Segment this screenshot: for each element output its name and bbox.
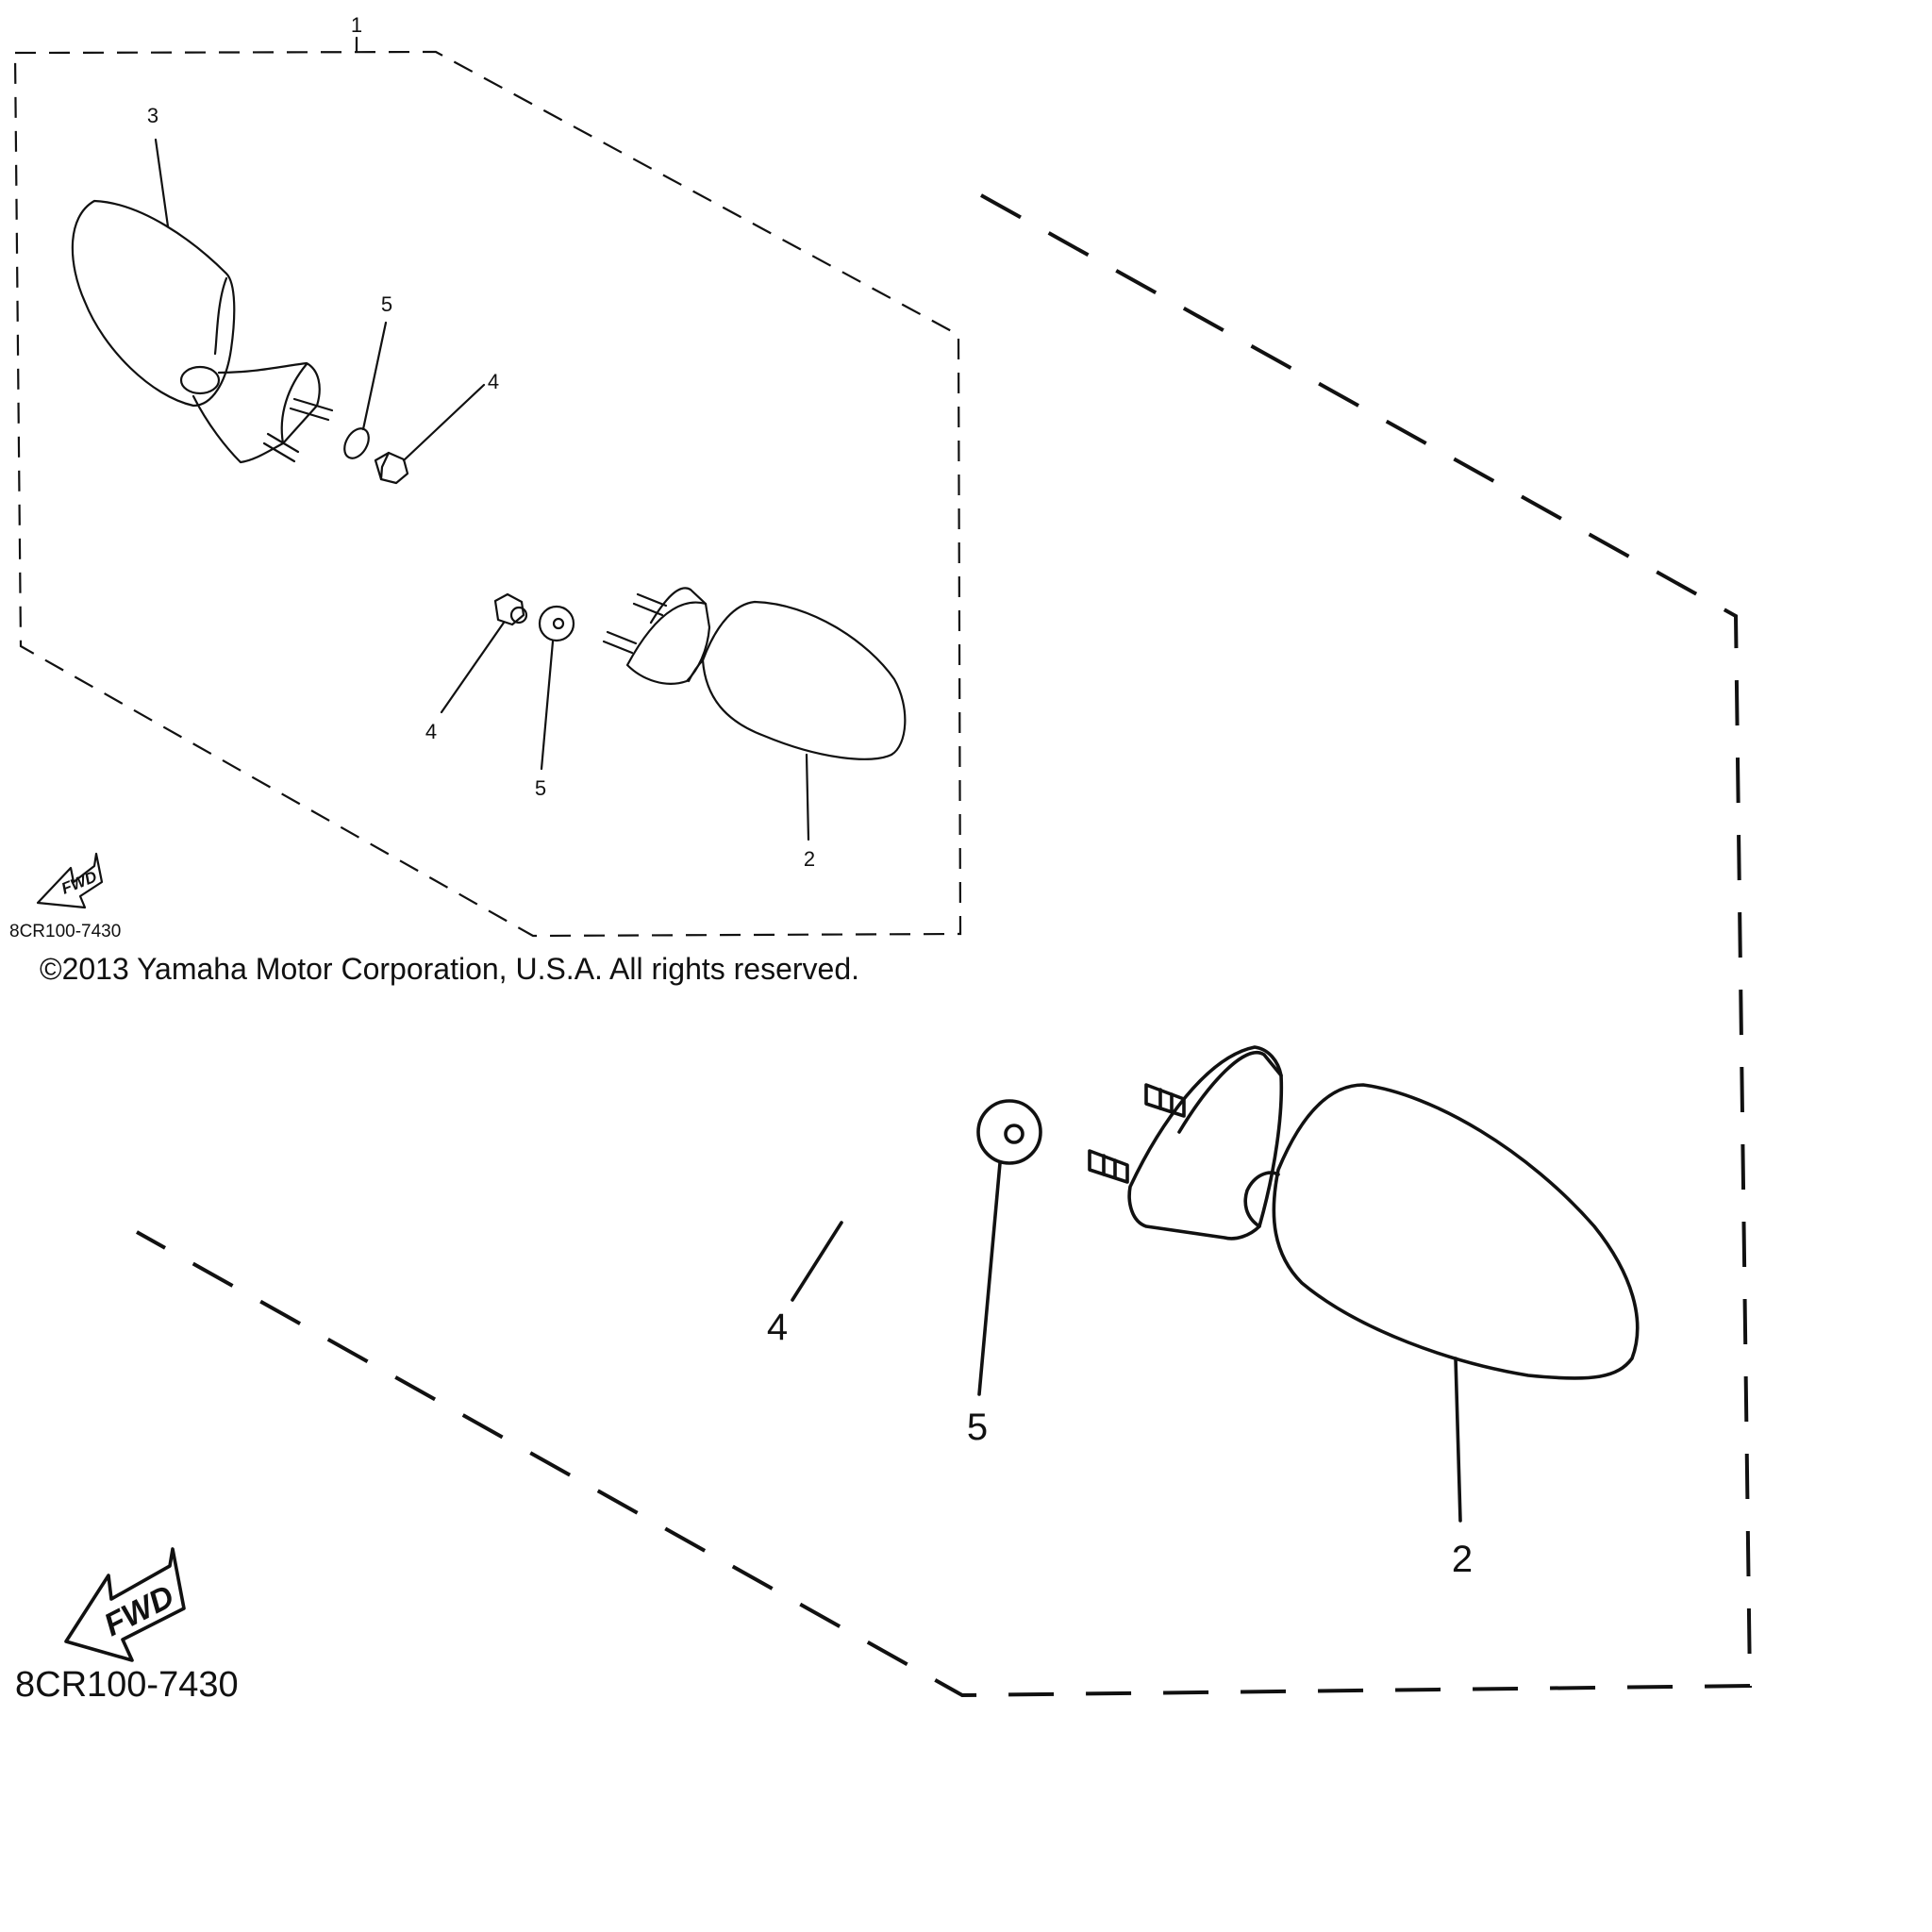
leader-5-large [977, 1161, 1002, 1396]
washer-right-small [538, 605, 575, 642]
callout-5-right: 5 [535, 776, 546, 800]
callout-3: 3 [147, 104, 158, 127]
svg-text:FWD: FWD [58, 868, 99, 898]
washer-large [976, 1099, 1042, 1165]
nut-right-small [493, 592, 528, 626]
nut-left-small [374, 451, 409, 485]
washer-left-small [343, 427, 370, 459]
callout-4-large: 4 [767, 1307, 788, 1348]
leader-4-left-small [402, 383, 486, 462]
small-exploded-view: 1 3 5 4 [9, 13, 962, 941]
callout-2-large: 2 [1452, 1539, 1473, 1580]
diagram-code-large: 8CR100-7430 [15, 1665, 239, 1705]
leader-2-large [1454, 1357, 1462, 1523]
assembly-boundary-small [13, 50, 962, 938]
callout-4-left: 4 [488, 370, 499, 393]
mirror-left-small [71, 199, 334, 464]
assembly-boundary-large [136, 193, 1753, 1698]
callout-5-left: 5 [381, 292, 392, 316]
copyright-notice: ©2013 Yamaha Motor Corporation, U.S.A. A… [40, 952, 859, 986]
leader-4-large [791, 1221, 843, 1302]
leader-2-small [805, 753, 810, 841]
leader-5-right-small [540, 640, 555, 771]
fwd-arrow-icon-large: FWD [64, 1547, 186, 1662]
callout-5-large: 5 [967, 1407, 988, 1448]
mirror-right-small [602, 587, 907, 760]
leader-3-small [154, 138, 170, 228]
callout-4-right: 4 [425, 720, 437, 743]
mirror-large [1088, 1045, 1640, 1380]
callout-2-small: 2 [804, 847, 815, 871]
leader-4-right-small [440, 621, 506, 714]
leader-5-left-small [361, 321, 388, 431]
large-exploded-view: 4 5 2 FWD 8CR100-7430 [15, 193, 1753, 1705]
diagram-code-small: 8CR100-7430 [9, 922, 121, 941]
fwd-arrow-icon-small: FWD [36, 852, 104, 909]
callout-1: 1 [351, 13, 362, 37]
